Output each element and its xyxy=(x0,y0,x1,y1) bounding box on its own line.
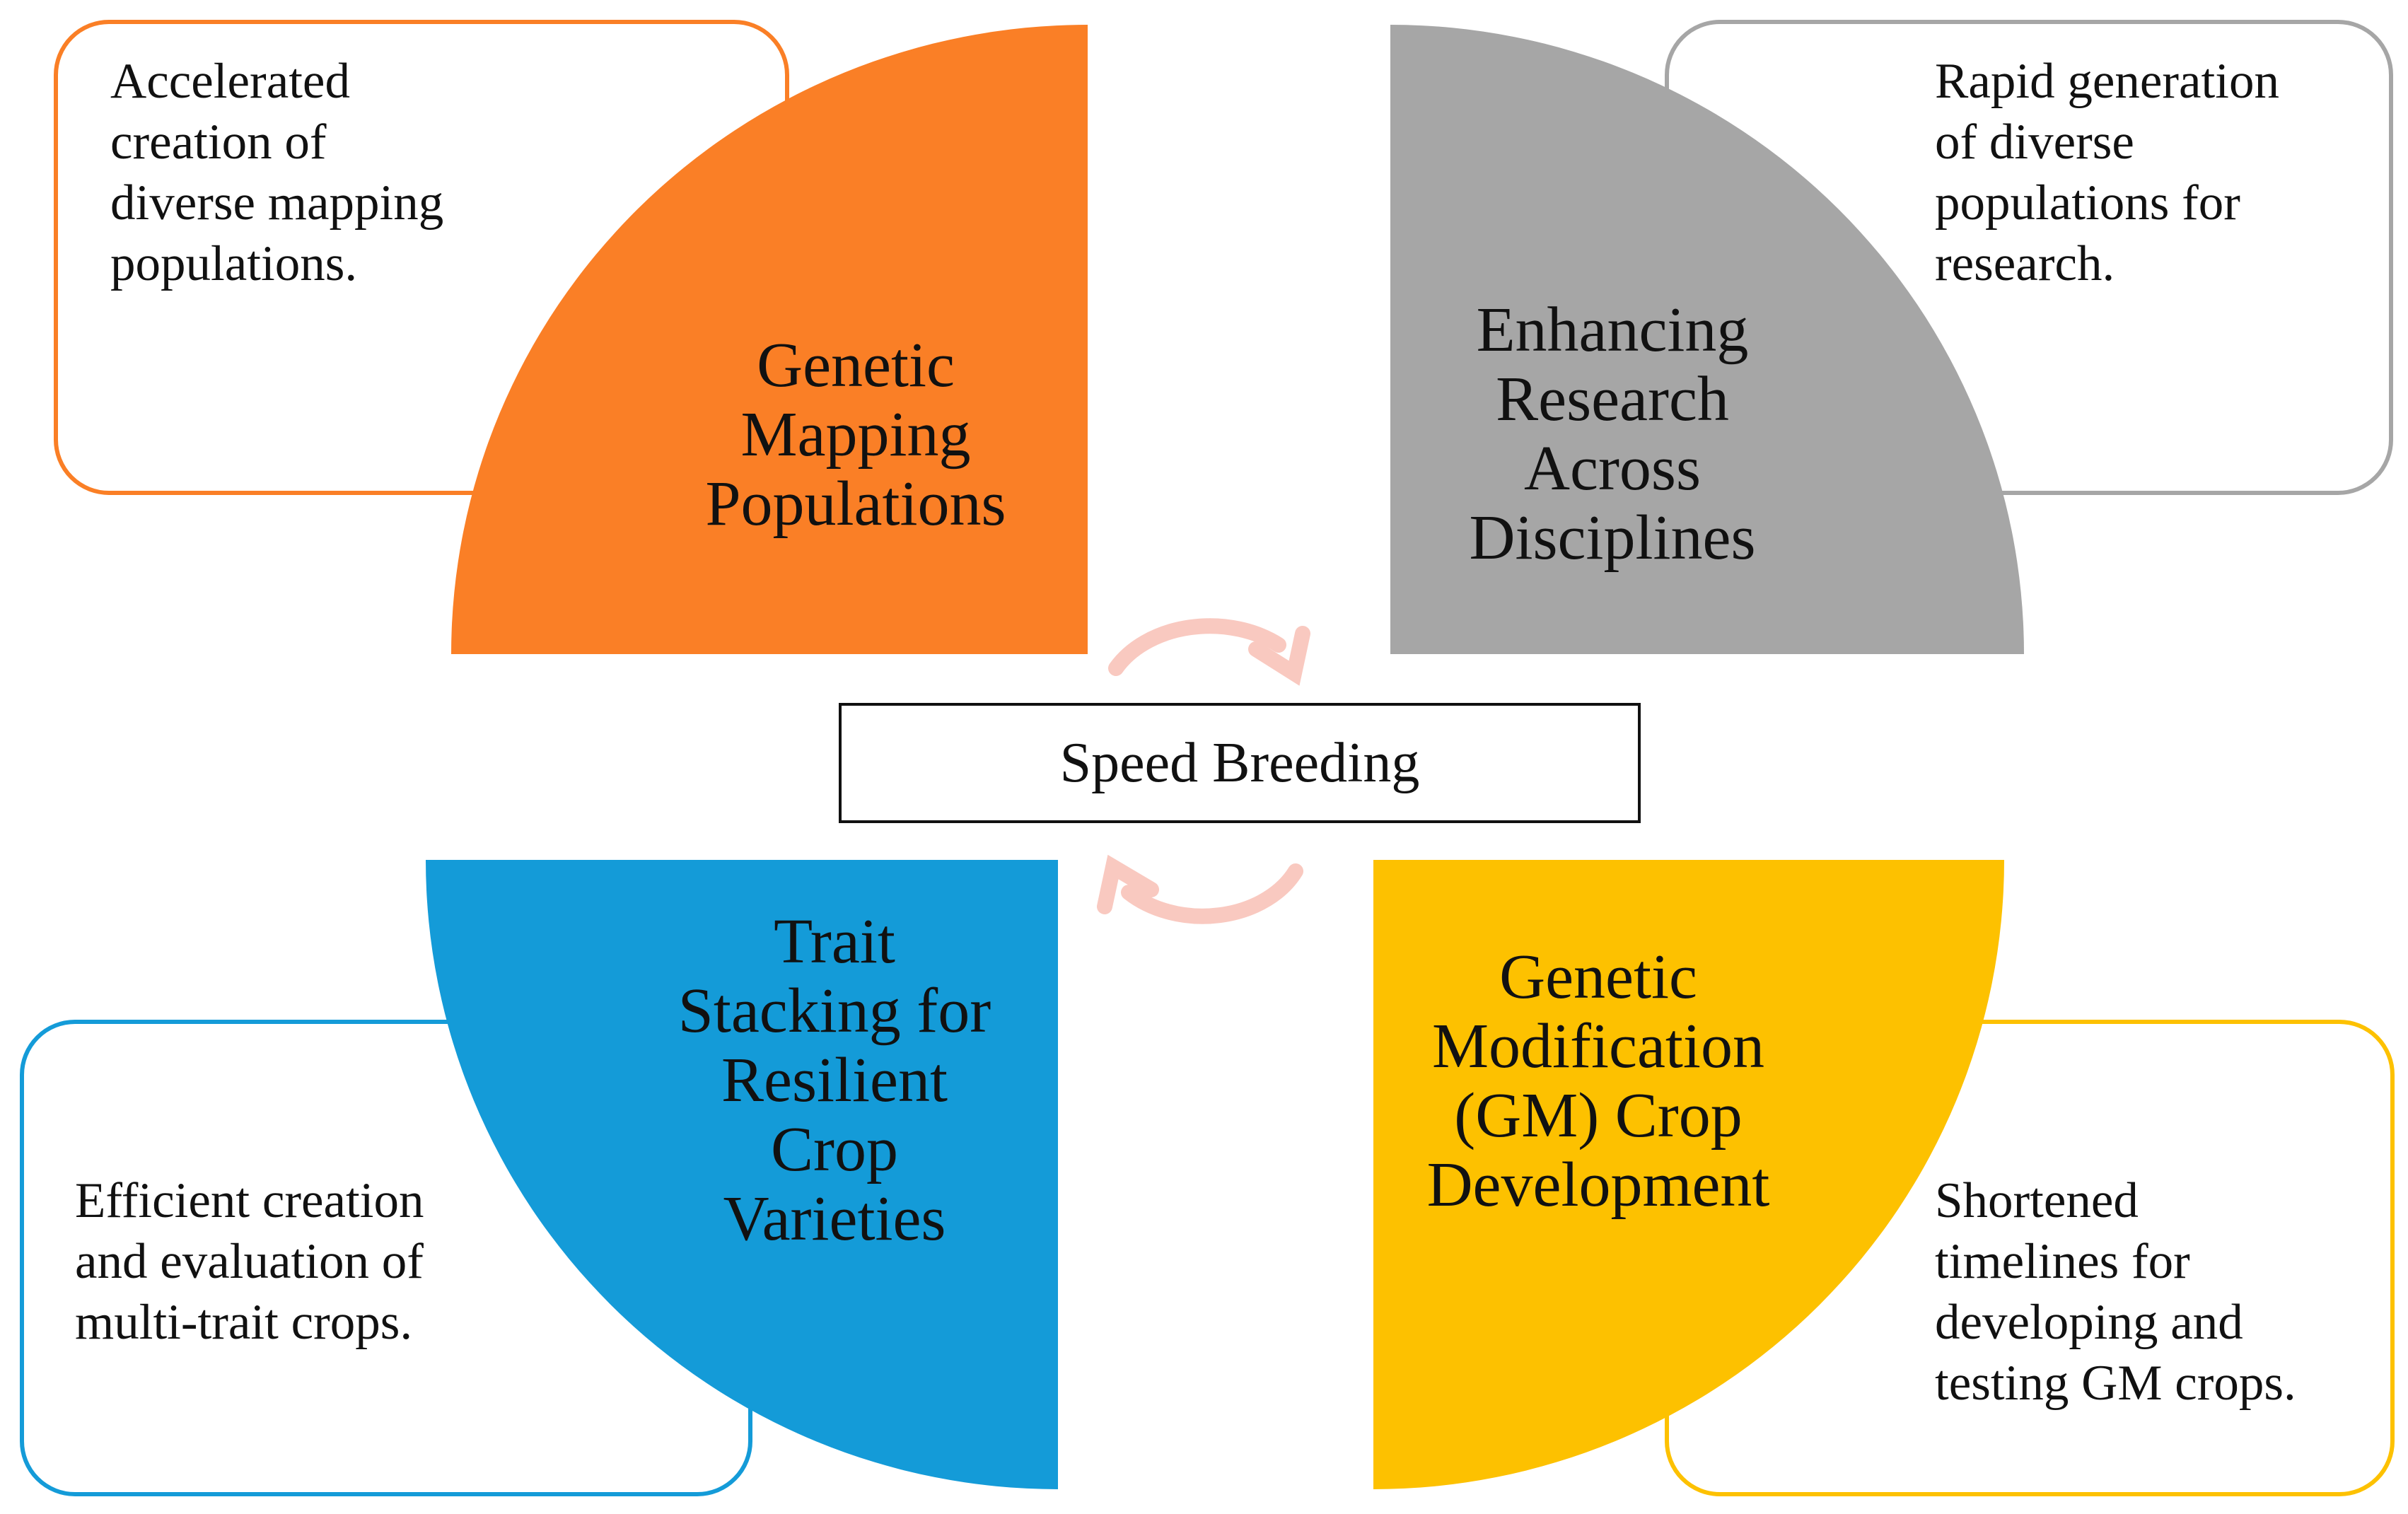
quarter-trait-stacking xyxy=(426,860,1058,1489)
title-genetic-mapping: Genetic Mapping Populations xyxy=(705,330,1006,539)
quarter-gm-crop xyxy=(1373,860,2004,1489)
title-enhancing-research: Enhancing Research Across Disciplines xyxy=(1469,295,1756,573)
center-label: Speed Breeding xyxy=(1059,731,1420,794)
title-trait-stacking: Trait Stacking for Resilient Crop Variet… xyxy=(677,907,991,1254)
cycle-arrow-bottom-icon xyxy=(1097,854,1303,924)
description-genetic-mapping: Accelerated creation of diverse mapping … xyxy=(110,54,444,291)
cycle-arrow-top-icon xyxy=(1108,618,1310,686)
description-gm-crop: Shortened timelines for developing and t… xyxy=(1935,1173,2296,1411)
quarter-enhancing-research xyxy=(1390,25,2024,654)
title-gm-crop: Genetic Modification (GM) Crop Developme… xyxy=(1426,942,1770,1220)
quarter-genetic-mapping xyxy=(451,25,1088,654)
description-enhancing-research: Rapid generation of diverse populations … xyxy=(1935,54,2279,291)
description-trait-stacking: Efficient creation and evaluation of mul… xyxy=(75,1173,424,1350)
center-box: Speed Breeding xyxy=(839,703,1641,823)
